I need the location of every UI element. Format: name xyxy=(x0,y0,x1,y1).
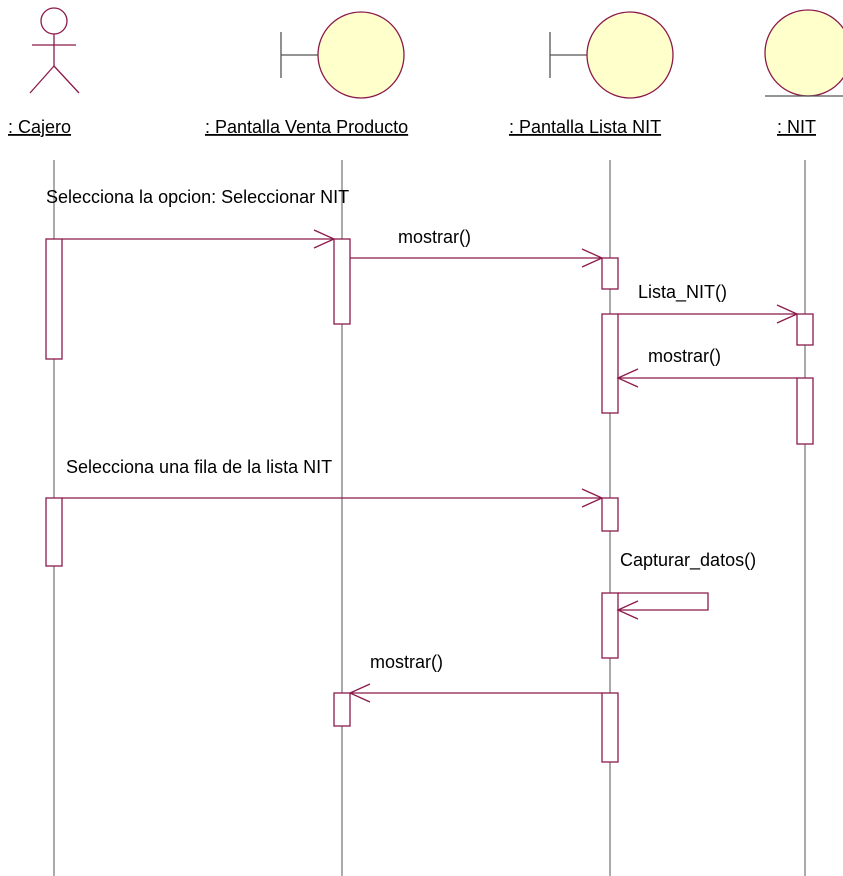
activation-cajero-1 xyxy=(45,238,63,360)
boundary-pantalla-lista-icon xyxy=(549,11,674,99)
message-label-1: Selecciona la opcion: Seleccionar NIT xyxy=(46,187,349,207)
message-label-3: Lista_NIT() xyxy=(638,282,727,303)
activation-pantalla-lista-1 xyxy=(601,257,619,290)
message-arrow-7 xyxy=(348,683,602,703)
activation-pantalla-venta-2 xyxy=(333,692,351,727)
message-arrow-4 xyxy=(616,368,797,388)
participant-pantalla-lista: : Pantalla Lista NIT xyxy=(509,117,661,137)
actor-cajero-icon xyxy=(29,7,80,94)
activation-nit-1 xyxy=(796,313,814,346)
participant-nit: : NIT xyxy=(777,117,816,137)
message-arrow-1 xyxy=(62,229,336,249)
message-label-6: Capturar_datos() xyxy=(620,550,756,571)
message-label-7: mostrar() xyxy=(370,652,443,672)
message-label-5: Selecciona una fila de la lista NIT xyxy=(66,457,332,477)
activation-cajero-2 xyxy=(45,497,63,567)
message-arrow-5 xyxy=(62,488,604,508)
entity-nit-icon xyxy=(764,9,843,97)
message-arrow-3 xyxy=(618,304,799,324)
message-label-4: mostrar() xyxy=(648,346,721,366)
message-arrow-2 xyxy=(350,248,604,268)
activation-pantalla-lista-4 xyxy=(601,592,619,659)
participant-cajero: : Cajero xyxy=(8,117,71,137)
message-label-2: mostrar() xyxy=(398,227,471,247)
activation-pantalla-lista-3 xyxy=(601,497,619,532)
activation-pantalla-lista-2 xyxy=(601,313,619,414)
message-arrow-6 xyxy=(616,592,709,620)
boundary-pantalla-venta-icon xyxy=(280,11,405,99)
participant-pantalla-venta: : Pantalla Venta Producto xyxy=(205,117,408,137)
activation-pantalla-venta-1 xyxy=(333,238,351,325)
activation-pantalla-lista-5 xyxy=(601,692,619,763)
activation-nit-2 xyxy=(796,377,814,445)
